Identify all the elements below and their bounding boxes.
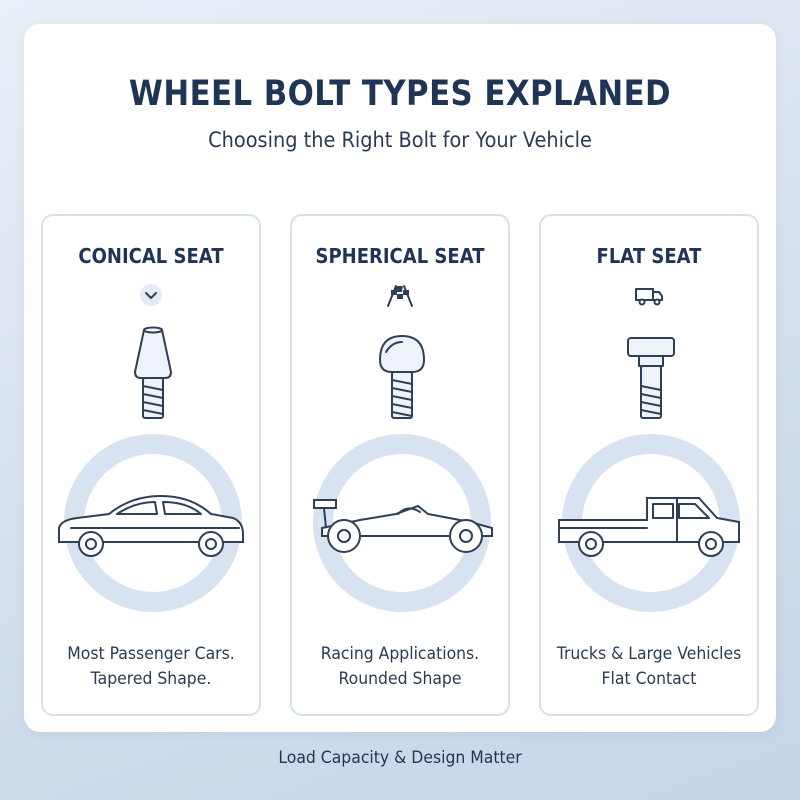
panel-description: Most Passenger Cars. Tapered Shape.	[52, 642, 251, 692]
footer-note: Load Capacity & Design Matter	[278, 748, 522, 768]
panel-description: Trucks & Large Vehicles Flat Contact	[550, 642, 749, 692]
checkered-flags-icon	[387, 285, 413, 307]
race-car-icon	[313, 499, 493, 553]
panel-title: SPHERICAL SEAT	[315, 244, 485, 268]
chevron-down-icon	[140, 284, 162, 306]
sedan-icon	[58, 494, 244, 557]
desc-line-1: Trucks & Large Vehicles	[556, 644, 742, 664]
spherical-bolt-icon	[379, 335, 425, 419]
pickup-truck-icon	[558, 497, 740, 557]
panel-title: CONICAL SEAT	[78, 244, 224, 268]
panel-spherical-seat: SPHERICAL SEAT Racing Applications. Roun…	[290, 214, 510, 716]
panel-conical-seat: CONICAL SEAT Most Passenger Cars. Tapere…	[41, 214, 261, 716]
truck-icon	[635, 288, 663, 306]
desc-line-2: Rounded Shape	[338, 669, 462, 689]
desc-line-2: Flat Contact	[601, 669, 697, 689]
panel-flat-seat: FLAT SEAT Trucks & Large Vehicles Flat C…	[539, 214, 759, 716]
panel-description: Racing Applications. Rounded Shape	[301, 642, 500, 692]
page-subtitle: Choosing the Right Bolt for Your Vehicle	[208, 128, 592, 152]
panel-title: FLAT SEAT	[596, 244, 702, 268]
conical-bolt-icon	[134, 326, 172, 419]
desc-line-1: Racing Applications.	[320, 644, 480, 664]
desc-line-2: Tapered Shape.	[90, 669, 212, 689]
desc-line-1: Most Passenger Cars.	[67, 644, 235, 664]
flat-bolt-icon	[627, 337, 675, 419]
page-title: WHEEL BOLT TYPES EXPLANED	[128, 74, 672, 114]
